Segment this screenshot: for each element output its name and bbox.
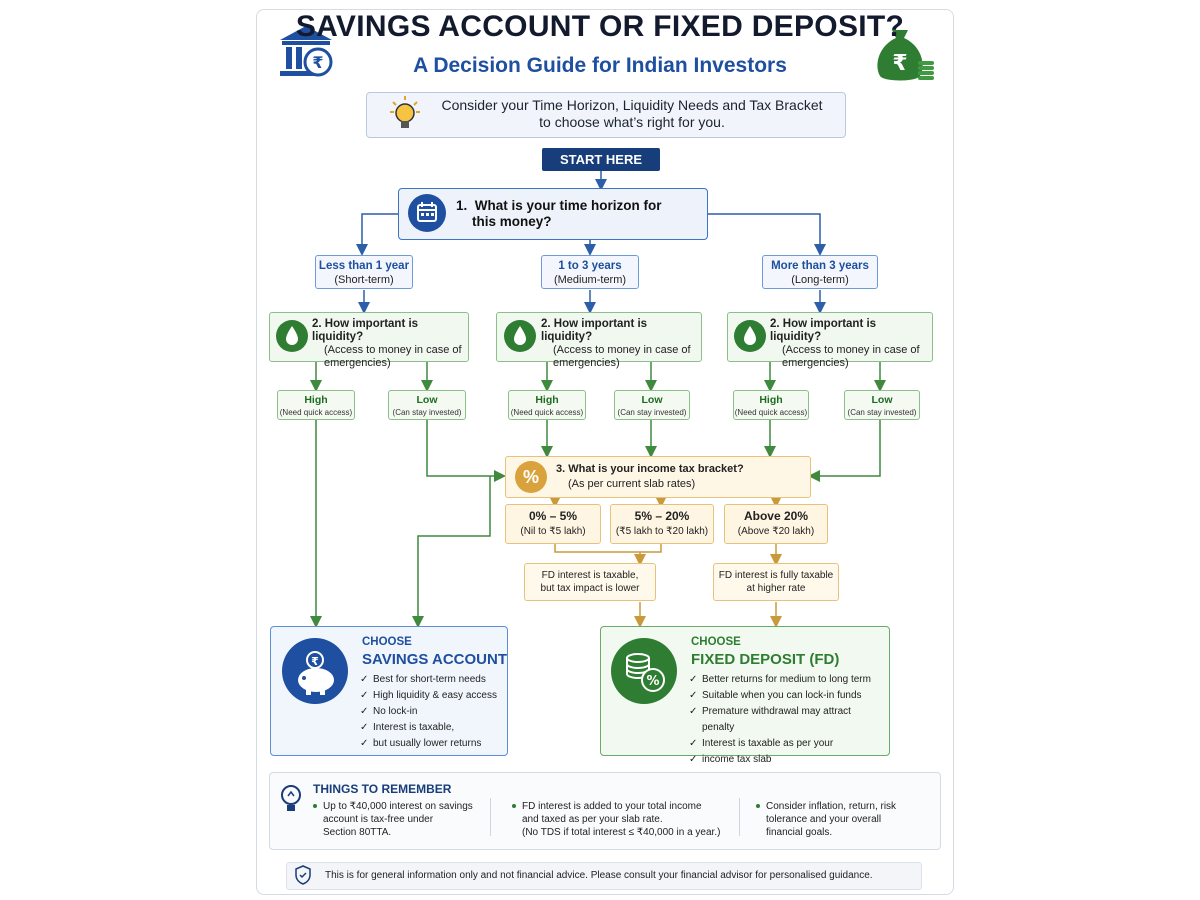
piggy-bank-icon: ₹ <box>282 638 348 704</box>
question-tax-bracket-text: 3. What is your income tax bracket?(As p… <box>556 463 744 490</box>
liquidity-question-text: 2. How important is liquidity?(Access to… <box>770 318 920 369</box>
fd-points: Better returns for medium to long term S… <box>689 672 885 768</box>
slab-medium: 5% – 20%(₹5 lakh to ₹20 lakh) <box>610 504 714 544</box>
divider <box>490 798 491 836</box>
liquidity-high-long: High(Need quick access) <box>733 390 809 420</box>
list-item-continued: income tax slab <box>689 752 885 768</box>
water-drop-icon <box>734 320 766 352</box>
svg-text:₹: ₹ <box>311 655 319 668</box>
water-drop-icon <box>276 320 308 352</box>
disclaimer-text: This is for general information only and… <box>325 870 873 881</box>
percent-icon: % <box>515 461 547 493</box>
money-bag-icon: ₹ <box>874 26 936 84</box>
list-item: Premature withdrawal may attract penalty <box>689 704 885 736</box>
list-item: High liquidity & easy access <box>360 688 500 704</box>
question-time-horizon <box>398 188 708 240</box>
question-tax-bracket <box>505 456 811 498</box>
liquidity-low-long: Low(Can stay invested) <box>844 390 920 420</box>
savings-points: Best for short-term needs High liquidity… <box>360 672 500 752</box>
fd-choose-label: CHOOSE <box>691 636 741 648</box>
water-drop-icon <box>504 320 536 352</box>
shield-icon <box>294 865 312 885</box>
coins-icon: % <box>611 638 677 704</box>
liquidity-low-short: Low(Can stay invested) <box>388 390 466 420</box>
question-liquidity-long <box>727 312 933 362</box>
savings-choose-label: CHOOSE <box>362 636 412 648</box>
slab-low: 0% – 5%(Nil to ₹5 lakh) <box>505 504 601 544</box>
liquidity-high-short: High(Need quick access) <box>277 390 355 420</box>
option-long-term: More than 3 years(Long-term) <box>762 255 878 289</box>
divider <box>739 798 740 836</box>
svg-text:₹: ₹ <box>312 53 323 72</box>
remember-point-80tta: Up to ₹40,000 interest on savings accoun… <box>313 800 483 839</box>
svg-text:%: % <box>646 674 659 689</box>
tip-box <box>366 92 846 138</box>
remember-point-goals: Consider inflation, return, risk toleran… <box>756 800 926 839</box>
option-medium-term: 1 to 3 years(Medium-term) <box>541 255 639 289</box>
liquidity-question-text: 2. How important is liquidity?(Access to… <box>541 318 691 369</box>
slab-high: Above 20%(Above ₹20 lakh) <box>724 504 828 544</box>
tax-note-lower: FD interest is taxable,but tax impact is… <box>524 563 656 601</box>
things-to-remember-title: THINGS TO REMEMBER <box>313 782 452 796</box>
list-item: No lock-in <box>360 704 500 720</box>
list-item: Better returns for medium to long term <box>689 672 885 688</box>
page-title: SAVINGS ACCOUNT OR FIXED DEPOSIT? <box>295 10 905 43</box>
list-item: Interest is taxable, <box>360 720 500 736</box>
lightbulb-icon <box>280 784 302 814</box>
list-item: Interest is taxable as per your <box>689 736 885 752</box>
list-item: Suitable when you can lock-in funds <box>689 688 885 704</box>
lightbulb-icon <box>390 96 420 132</box>
page-subtitle: A Decision Guide for Indian Investors <box>413 54 787 77</box>
liquidity-question-text: 2. How important is liquidity?(Access to… <box>312 318 462 369</box>
savings-title: SAVINGS ACCOUNT <box>362 651 508 668</box>
list-item-continued: but usually lower returns <box>360 736 500 752</box>
fd-title: FIXED DEPOSIT (FD) <box>691 651 840 668</box>
disclaimer-box <box>286 862 922 890</box>
list-item: Best for short-term needs <box>360 672 500 688</box>
things-to-remember-box <box>269 772 941 850</box>
start-here-label: START HERE <box>542 148 660 171</box>
bank-icon: ₹ <box>278 24 334 80</box>
option-short-term: Less than 1 year(Short-term) <box>315 255 413 289</box>
question-time-horizon-text: 1. What is your time horizon for this mo… <box>456 198 662 229</box>
liquidity-low-medium: Low(Can stay invested) <box>614 390 690 420</box>
liquidity-high-medium: High(Need quick access) <box>508 390 586 420</box>
svg-text:₹: ₹ <box>892 51 907 76</box>
calendar-icon <box>408 194 446 232</box>
tip-text: Consider your Time Horizon, Liquidity Ne… <box>441 97 823 130</box>
remember-point-fd-tax: FD interest is added to your total incom… <box>512 800 732 839</box>
